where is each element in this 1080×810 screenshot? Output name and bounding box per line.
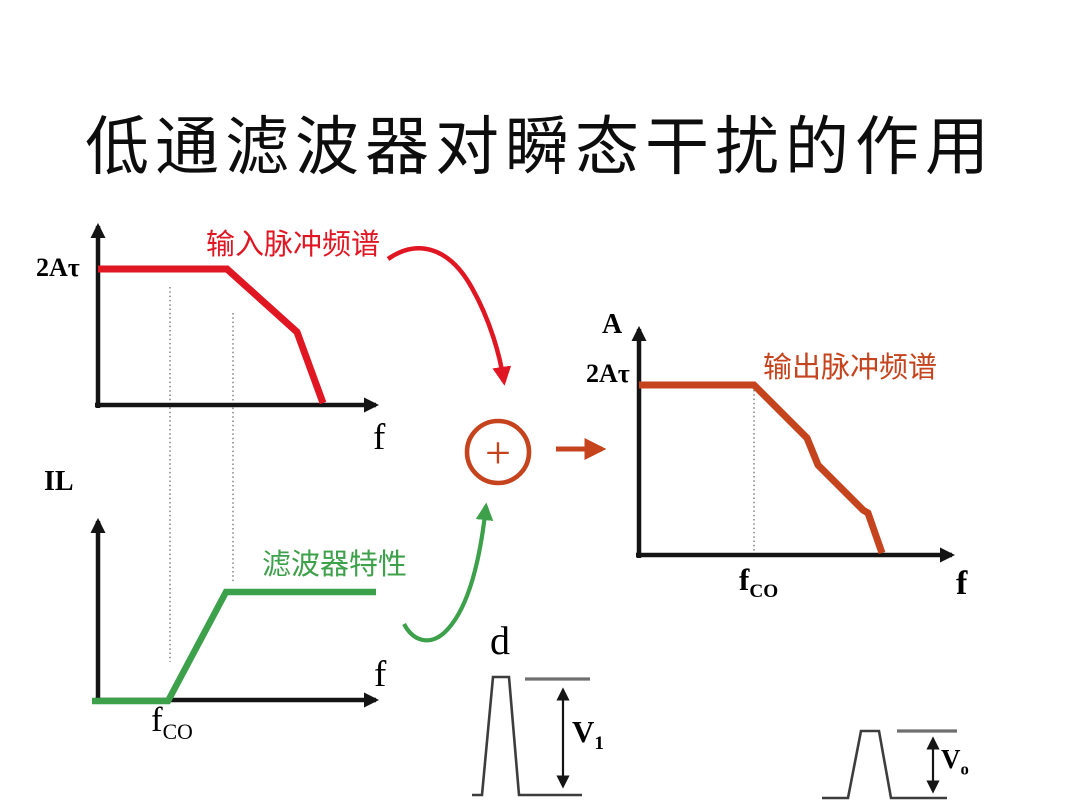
output-pulse-amplitude-base: V [941,744,961,774]
input-pulse-amplitude-subscript: 1 [594,733,604,755]
output-spectrum-curve [639,381,886,555]
filter-graph-cutoff-label: fCO [151,702,193,744]
output-cutoff-base: f [739,562,750,597]
output-graph-amplitude-label: 2Aτ [586,359,630,388]
filter-characteristic-curve-label: 滤波器特性 [262,549,408,581]
red-flow-arrow [386,246,512,386]
input-pulse-outline [472,675,582,797]
filter-cutoff-base: f [151,700,163,739]
filter-characteristic-curve [92,588,376,705]
output-pulse-amplitude-label: Vo [941,746,969,778]
output-spectrum-curve-label: 输出脉冲频谱 [763,352,938,384]
input-pulse-amplitude-label: V1 [572,716,604,753]
green-flow-arrow [402,502,494,643]
input-pulse-amplitude-base: V [572,714,595,749]
output-pulse-amplitude-subscript: o [960,759,969,779]
filter-cutoff-subscript: CO [162,720,193,744]
input-spectrum-curve-label: 输入脉冲频谱 [206,229,381,261]
input-pulse-width-label: d [490,618,510,663]
input-spectrum-curve [98,265,327,405]
input-graph-amplitude-label: 2Aτ [36,253,80,282]
input-graph-x-axis-label: f [373,417,386,458]
filter-graph-axis-title: IL [44,466,74,497]
output-graph-cutoff-label: fCO [739,564,778,601]
output-graph-x-axis-label: f [956,565,968,602]
output-cutoff-subscript: CO [749,581,779,603]
summer-circle [464,418,532,486]
filter-graph-x-axis-label: f [374,654,387,695]
output-pulse-outline [822,729,947,800]
output-graph-axis-title: A [602,309,623,340]
page-title: 低通滤波器对瞬态干扰的作用 [85,112,995,183]
summer-plus-symbol: + [485,426,511,478]
